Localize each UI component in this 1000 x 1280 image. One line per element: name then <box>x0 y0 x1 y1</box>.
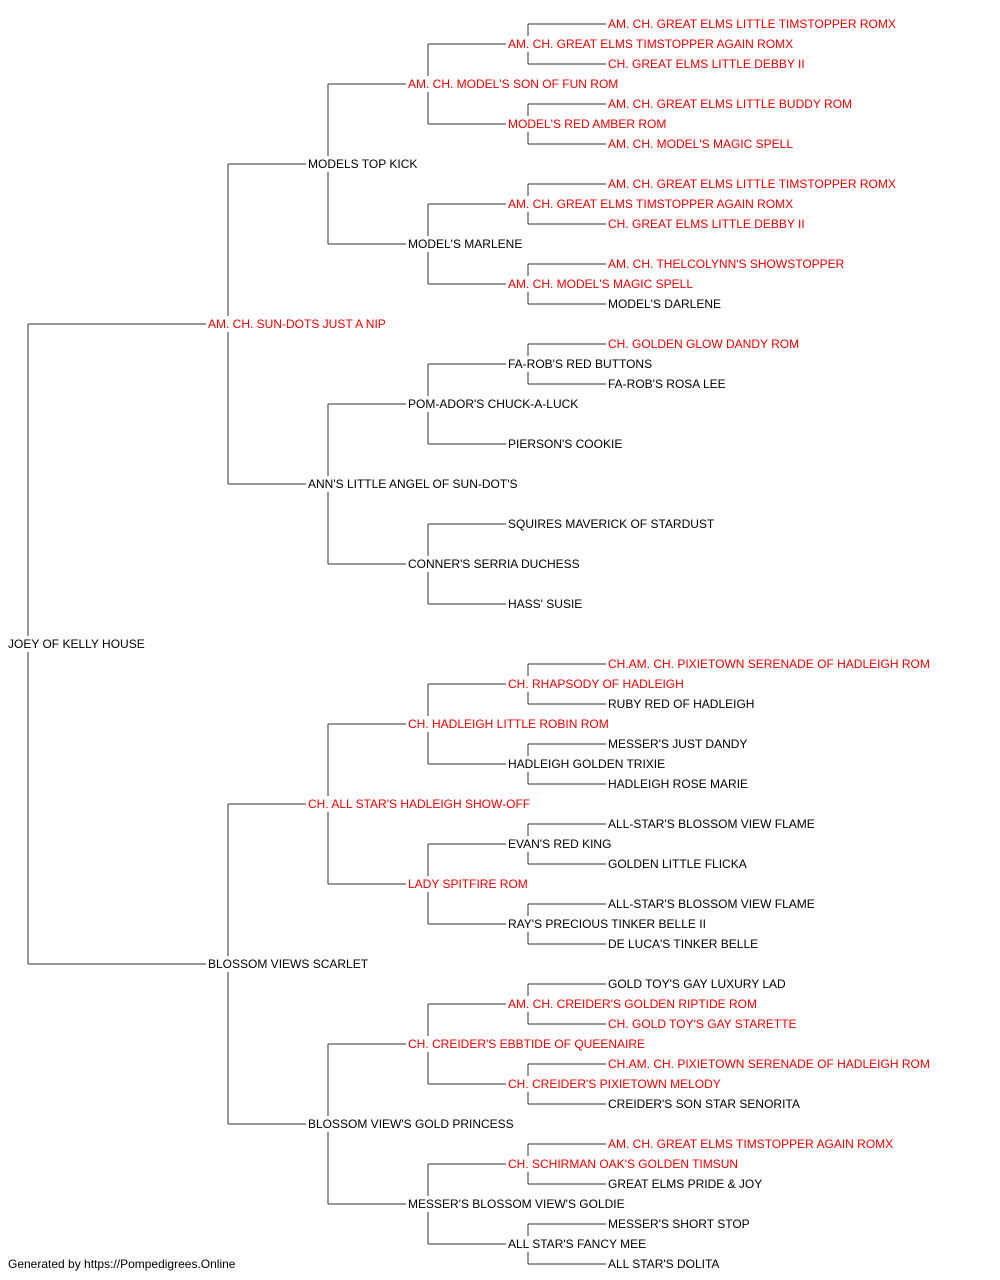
pedigree-name-dam-gen5: CH. GREAT ELMS LITTLE DEBBY II <box>608 57 806 71</box>
pedigree-name-dam-gen5: MODEL'S DARLENE <box>608 297 722 311</box>
pedigree-name-dam-gen5: ALL STAR'S DOLITA <box>608 1257 721 1271</box>
pedigree-name-sire-gen4: FA-ROB'S RED BUTTONS <box>508 357 654 371</box>
pedigree-name-sire-gen5: AM. CH. GREAT ELMS LITTLE TIMSTOPPER ROM… <box>608 177 897 191</box>
generator-credit: Generated by https://Pompedigrees.Online <box>8 1257 236 1271</box>
pedigree-name-dam-gen4: MODEL'S RED AMBER ROM <box>508 117 668 131</box>
pedigree-name-sire-gen5: AM. CH. GREAT ELMS LITTLE TIMSTOPPER ROM… <box>608 17 897 31</box>
pedigree-name-sire-gen5: GOLD TOY'S GAY LUXURY LAD <box>608 977 787 991</box>
pedigree-name-sire-gen5: ALL-STAR'S BLOSSOM VIEW FLAME <box>608 817 816 831</box>
pedigree-name-sire-gen5: CH. GOLDEN GLOW DANDY ROM <box>608 337 801 351</box>
pedigree-name-sire-gen5: CH.AM. CH. PIXIETOWN SERENADE OF HADLEIG… <box>608 1057 931 1071</box>
pedigree-name-sire-gen5: MESSER'S SHORT STOP <box>608 1217 751 1231</box>
pedigree-name-dam-gen5: HADLEIGH ROSE MARIE <box>608 777 750 791</box>
pedigree-name-dam-gen2: ANN'S LITTLE ANGEL OF SUN-DOT'S <box>308 477 519 491</box>
pedigree-name-dam-gen3: MODEL'S MARLENE <box>408 237 524 251</box>
pedigree-name-sire-gen4: AM. CH. GREAT ELMS TIMSTOPPER AGAIN ROMX <box>508 37 795 51</box>
pedigree-name-dam-gen3: CONNER'S SERRIA DUCHESS <box>408 557 581 571</box>
pedigree-name-sire-gen4: CH. SCHIRMAN OAK'S GOLDEN TIMSUN <box>508 1157 740 1171</box>
pedigree-name-sire-gen2: MODELS TOP KICK <box>308 157 419 171</box>
pedigree-name-dam-gen4: HASS' SUSIE <box>508 597 584 611</box>
pedigree-name-dam-gen4: HADLEIGH GOLDEN TRIXIE <box>508 757 667 771</box>
pedigree-name-dam-gen5: AM. CH. MODEL'S MAGIC SPELL <box>608 137 794 151</box>
pedigree-name-dam-gen5: FA-ROB'S ROSA LEE <box>608 377 727 391</box>
pedigree-name-dam-gen1: BLOSSOM VIEWS SCARLET <box>208 957 370 971</box>
pedigree-name-sire-gen5: AM. CH. GREAT ELMS LITTLE BUDDY ROM <box>608 97 854 111</box>
pedigree-name-dam-gen4: CH. CREIDER'S PIXIETOWN MELODY <box>508 1077 722 1091</box>
pedigree-name-sire-gen4: AM. CH. CREIDER'S GOLDEN RIPTIDE ROM <box>508 997 758 1011</box>
pedigree-name-sire-gen3: CH. HADLEIGH LITTLE ROBIN ROM <box>408 717 610 731</box>
pedigree-name-dam-gen5: CH. GREAT ELMS LITTLE DEBBY II <box>608 217 806 231</box>
pedigree-name-sire-gen2: CH. ALL STAR'S HADLEIGH SHOW-OFF <box>308 797 532 811</box>
pedigree-name-dam-gen5: GOLDEN LITTLE FLICKA <box>608 857 748 871</box>
pedigree-name-sire-gen5: CH.AM. CH. PIXIETOWN SERENADE OF HADLEIG… <box>608 657 931 671</box>
pedigree-name-dam-gen5: RUBY RED OF HADLEIGH <box>608 697 756 711</box>
pedigree-name-dam-gen3: MESSER'S BLOSSOM VIEW'S GOLDIE <box>408 1197 626 1211</box>
pedigree-name-dam-gen5: GREAT ELMS PRIDE & JOY <box>608 1177 764 1191</box>
pedigree-name-sire-gen4: AM. CH. GREAT ELMS TIMSTOPPER AGAIN ROMX <box>508 197 795 211</box>
pedigree-name-dam-gen5: CH. GOLD TOY'S GAY STARETTE <box>608 1017 798 1031</box>
pedigree-name-sire-gen4: CH. RHAPSODY OF HADLEIGH <box>508 677 685 691</box>
pedigree-name-dam-gen5: CREIDER'S SON STAR SENORITA <box>608 1097 801 1111</box>
pedigree-name-subject: JOEY OF KELLY HOUSE <box>8 637 146 651</box>
pedigree-name-sire-gen5: MESSER'S JUST DANDY <box>608 737 749 751</box>
pedigree-name-dam-gen4: RAY'S PRECIOUS TINKER BELLE II <box>508 917 707 931</box>
pedigree-name-dam-gen4: PIERSON'S COOKIE <box>508 437 624 451</box>
pedigree-name-sire-gen3: CH. CREIDER'S EBBTIDE OF QUEENAIRE <box>408 1037 646 1051</box>
pedigree-name-dam-gen4: AM. CH. MODEL'S MAGIC SPELL <box>508 277 694 291</box>
pedigree-name-sire-gen4: SQUIRES MAVERICK OF STARDUST <box>508 517 716 531</box>
pedigree-name-sire-gen3: POM-ADOR'S CHUCK-A-LUCK <box>408 397 580 411</box>
pedigree-name-sire-gen5: AM. CH. GREAT ELMS TIMSTOPPER AGAIN ROMX <box>608 1137 895 1151</box>
pedigree-name-sire-gen4: EVAN'S RED KING <box>508 837 613 851</box>
pedigree-name-sire-gen5: AM. CH. THELCOLYNN'S SHOWSTOPPER <box>608 257 846 271</box>
pedigree-name-dam-gen2: BLOSSOM VIEW'S GOLD PRINCESS <box>308 1117 515 1131</box>
pedigree-name-dam-gen3: LADY SPITFIRE ROM <box>408 877 529 891</box>
pedigree-name-dam-gen5: DE LUCA'S TINKER BELLE <box>608 937 760 951</box>
pedigree-name-dam-gen4: ALL STAR'S FANCY MEE <box>508 1237 648 1251</box>
pedigree-name-sire-gen1: AM. CH. SUN-DOTS JUST A NIP <box>208 317 387 331</box>
pedigree-name-sire-gen5: ALL-STAR'S BLOSSOM VIEW FLAME <box>608 897 816 911</box>
pedigree-name-sire-gen3: AM. CH. MODEL'S SON OF FUN ROM <box>408 77 620 91</box>
